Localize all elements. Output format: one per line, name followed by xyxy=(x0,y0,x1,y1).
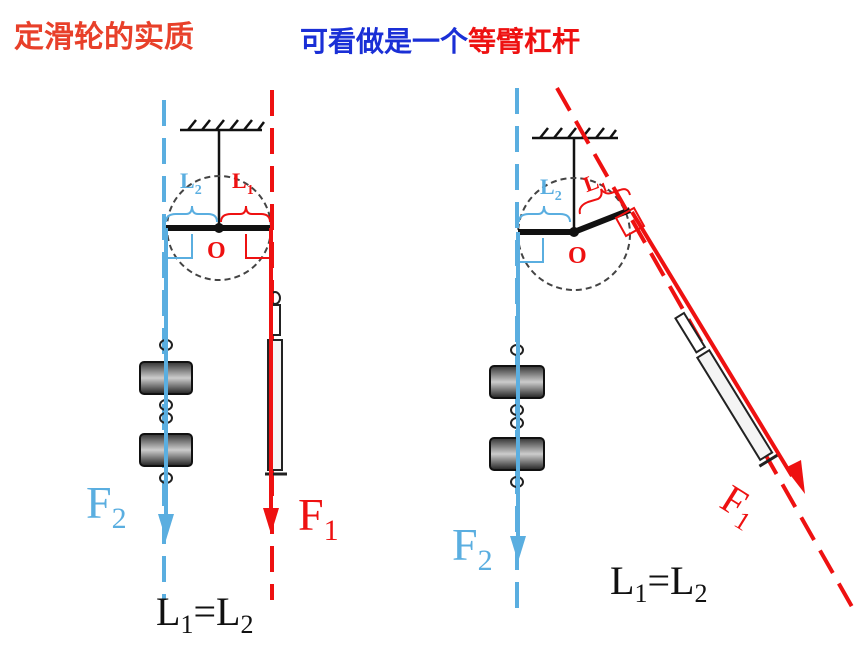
right-eq-equals: = xyxy=(647,558,670,603)
left-eq-equals: = xyxy=(193,589,216,634)
right-right-angle-l1 xyxy=(614,206,646,238)
left-eq-l2: L xyxy=(216,589,240,634)
right-arm-label-l2: L2 xyxy=(540,174,562,204)
left-l1-subscript: 1 xyxy=(247,183,254,198)
left-l2-subscript: 2 xyxy=(195,183,202,198)
right-force-label-f2: F2 xyxy=(452,519,493,577)
right-fulcrum-label: O xyxy=(568,243,587,269)
left-equation: L1=L2 xyxy=(156,589,253,639)
left-arm-label-l2: L2 xyxy=(180,168,202,198)
right-brace-l2 xyxy=(518,205,571,223)
right-l1-subscript: 1 xyxy=(599,180,611,196)
left-f2-letter: F xyxy=(86,477,112,528)
page-title: 定滑轮的实质 xyxy=(14,20,194,55)
right-diagram: O L2 L1 xyxy=(452,87,857,615)
right-eq-l1: L xyxy=(610,558,634,603)
page-subtitle: 可看做是一个等臂杠杆 xyxy=(300,20,580,60)
right-ceiling xyxy=(532,127,618,230)
left-eq-sub1: 1 xyxy=(180,610,193,639)
left-f1-letter: F xyxy=(298,489,324,540)
right-f2-arrowhead xyxy=(510,536,526,562)
left-f2-subscript: 2 xyxy=(112,502,127,535)
left-force-label-f2: F2 xyxy=(86,477,127,535)
left-fulcrum xyxy=(214,223,224,233)
right-brace-l1 xyxy=(578,188,631,215)
right-f1-arrow xyxy=(630,210,794,478)
right-f1-arrowhead xyxy=(785,460,805,494)
left-brace-l2 xyxy=(165,205,218,223)
right-force-label-f1: F1 xyxy=(711,476,767,537)
right-eq-l2: L xyxy=(670,558,694,603)
left-spring-scale xyxy=(265,291,287,476)
subtitle-part-1: 可看做是一个 xyxy=(300,25,469,58)
left-right-angle-l1 xyxy=(245,234,271,259)
right-l2-subscript: 2 xyxy=(555,189,562,204)
left-l2-letter: L xyxy=(180,168,195,193)
left-f2-arrowhead xyxy=(158,514,174,540)
right-f2-subscript: 2 xyxy=(478,544,493,577)
left-f1-arrowhead xyxy=(263,508,279,534)
left-arm-label-l1: L1 xyxy=(232,168,254,198)
right-spring-scale xyxy=(674,311,779,468)
left-l1-letter: L xyxy=(232,168,247,193)
right-fulcrum xyxy=(569,227,579,237)
left-brace-l1 xyxy=(220,205,271,223)
right-f2-letter: F xyxy=(452,519,478,570)
right-l2-letter: L xyxy=(540,174,555,199)
left-f1-subscript: 1 xyxy=(324,514,339,547)
left-diagram: O L2 L1 xyxy=(86,90,339,639)
right-eq-sub2: 2 xyxy=(694,579,707,608)
right-equation: L1=L2 xyxy=(610,558,707,608)
right-f1-line-of-action xyxy=(555,87,857,613)
subtitle-part-2: 等臂杠杆 xyxy=(468,25,581,58)
right-eq-sub1: 1 xyxy=(634,579,647,608)
left-force-label-f1: F1 xyxy=(298,489,339,547)
left-eq-l1: L xyxy=(156,589,180,634)
left-fulcrum-label: O xyxy=(207,238,226,264)
left-ceiling xyxy=(180,119,265,226)
left-eq-sub2: 2 xyxy=(240,610,253,639)
